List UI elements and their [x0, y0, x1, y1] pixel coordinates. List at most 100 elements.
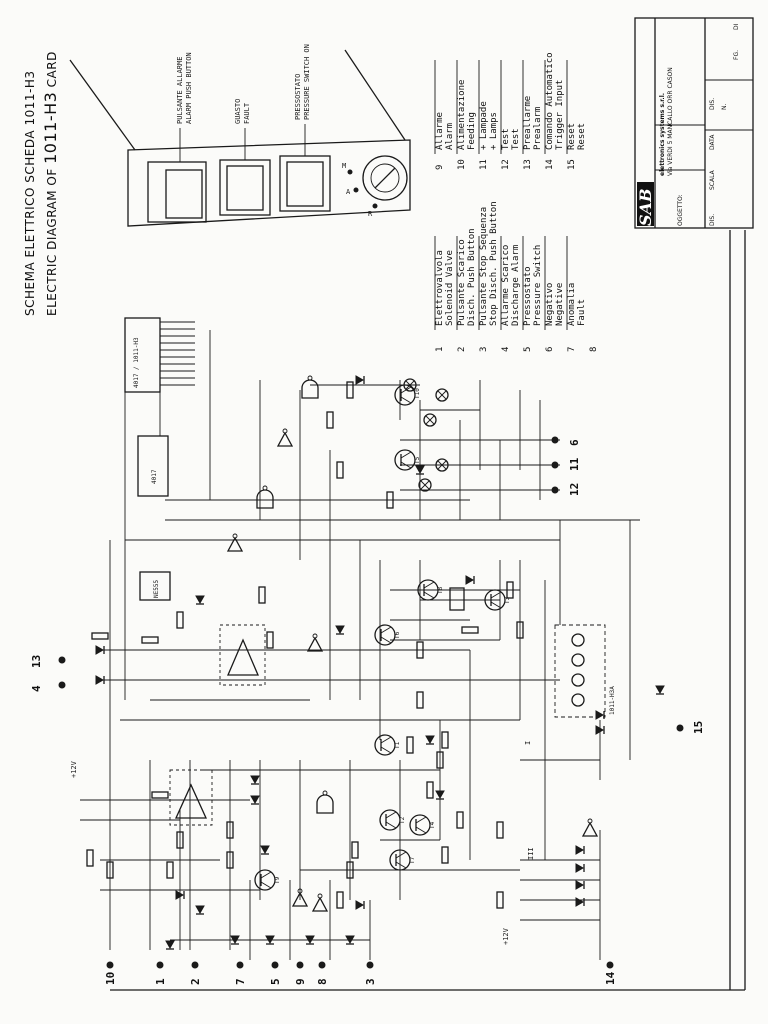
resistor: [151, 791, 169, 799]
terminal-14: 14: [604, 961, 617, 985]
transistor-T4: T4: [409, 814, 436, 836]
op-amp-2: [169, 769, 213, 826]
diode: [415, 465, 425, 475]
diode: [165, 940, 175, 950]
resistor: [336, 891, 344, 909]
svg-text:2: 2: [189, 978, 202, 985]
legend-italian: Elettrovalvola: [435, 250, 445, 326]
ic-top: 4017 / 1011-H3: [124, 317, 161, 393]
resistor: [336, 461, 344, 479]
resistor: [441, 731, 449, 749]
terminal-9: 9: [294, 961, 307, 985]
svg-text:T3: T3: [504, 596, 511, 604]
buffer: [306, 633, 324, 652]
resistor: [176, 611, 184, 629]
buffer: [226, 533, 244, 552]
diode: [95, 645, 105, 655]
svg-text:8: 8: [316, 978, 329, 985]
svg-text:T5: T5: [414, 456, 421, 464]
diode: [195, 905, 205, 915]
diode: [435, 790, 445, 800]
terminal-10: 10: [104, 961, 117, 985]
diode: [250, 795, 260, 805]
svg-text:6: 6: [568, 439, 581, 446]
company-address: Via VERDI 5 MANCALLO ORR CASON: [667, 67, 674, 176]
resistor: [91, 632, 109, 640]
diode: [355, 375, 365, 385]
svg-text:T1: T1: [394, 741, 401, 749]
legend-english: Reset: [577, 123, 587, 150]
field-data: DATA: [709, 134, 716, 150]
legend-italian: + Lampade: [479, 101, 489, 150]
legend-number: 5: [523, 347, 533, 352]
diode: [230, 935, 240, 945]
terminal-12: 12: [551, 483, 581, 496]
svg-text:SAB: SAB: [636, 189, 655, 227]
terminal-7: 7: [234, 961, 247, 985]
legend-number: 8: [589, 347, 599, 352]
legend-english: Disch. Push Button: [467, 228, 477, 326]
svg-text:9: 9: [294, 978, 307, 985]
diode: [595, 725, 605, 735]
svg-text:13: 13: [30, 655, 43, 668]
legend-english: Alarm: [445, 123, 455, 150]
legend-english: Fault: [577, 299, 587, 326]
field-scala: SCALA: [709, 169, 716, 190]
resistor: [176, 831, 184, 849]
legend-number: 1: [435, 347, 445, 352]
diode: [335, 625, 345, 635]
resistor: [226, 821, 234, 839]
transistor-T2: T2: [379, 809, 406, 831]
field-fg: FG.: [733, 50, 740, 60]
resistor: [86, 849, 94, 867]
title-line-1: SCHEMA ELETTRICO SCHEDA 1011-H3: [23, 71, 37, 316]
svg-text:11: 11: [568, 457, 581, 471]
legend-english: + Lamps: [489, 112, 499, 150]
legend-english: Discharge Alarm: [511, 245, 521, 326]
svg-text:T6: T6: [394, 631, 401, 639]
resistor: [386, 491, 394, 509]
lamp: [423, 413, 437, 427]
diode: [95, 675, 105, 685]
svg-text:3: 3: [364, 978, 377, 985]
diode: [575, 897, 585, 907]
legend-italian: Allarme Scarico: [501, 245, 511, 326]
legend-english: Negative: [555, 283, 565, 326]
svg-text:PRESSOSTATO: PRESSOSTATO: [294, 74, 302, 120]
diode: [250, 775, 260, 785]
legend-italian: Comando Automatico: [545, 52, 555, 150]
legend-number: 15: [567, 159, 577, 170]
legend-english: Feeding: [467, 112, 477, 150]
legend-number: 2: [457, 347, 467, 352]
svg-text:7: 7: [234, 978, 247, 985]
diode: [355, 900, 365, 910]
logic-gate: [316, 790, 334, 814]
title-block: SAB elettronics systems s.r.l. Via VERDI…: [110, 17, 754, 991]
lamp: [435, 458, 449, 472]
terminal-4: 4: [30, 681, 66, 692]
buffer: [291, 888, 309, 907]
transistor-T8: T8: [417, 579, 444, 601]
transistor-T1: T1: [374, 734, 401, 756]
transistor-T10: T10: [394, 384, 421, 406]
resistor: [516, 621, 524, 639]
logic-gate: [301, 375, 319, 399]
module-1011-h3a: 1011-H3A: [554, 624, 616, 718]
lamp: [435, 388, 449, 402]
svg-text:PRESSURE SWITCH ON: PRESSURE SWITCH ON: [303, 44, 311, 120]
svg-text:5: 5: [269, 978, 282, 985]
buffer: [581, 818, 599, 837]
svg-text:10: 10: [104, 972, 117, 985]
legend-italian: Negativo: [545, 283, 555, 326]
legend-item-8: 8: [589, 347, 599, 352]
diode: [595, 710, 605, 720]
lamp: [403, 378, 417, 392]
